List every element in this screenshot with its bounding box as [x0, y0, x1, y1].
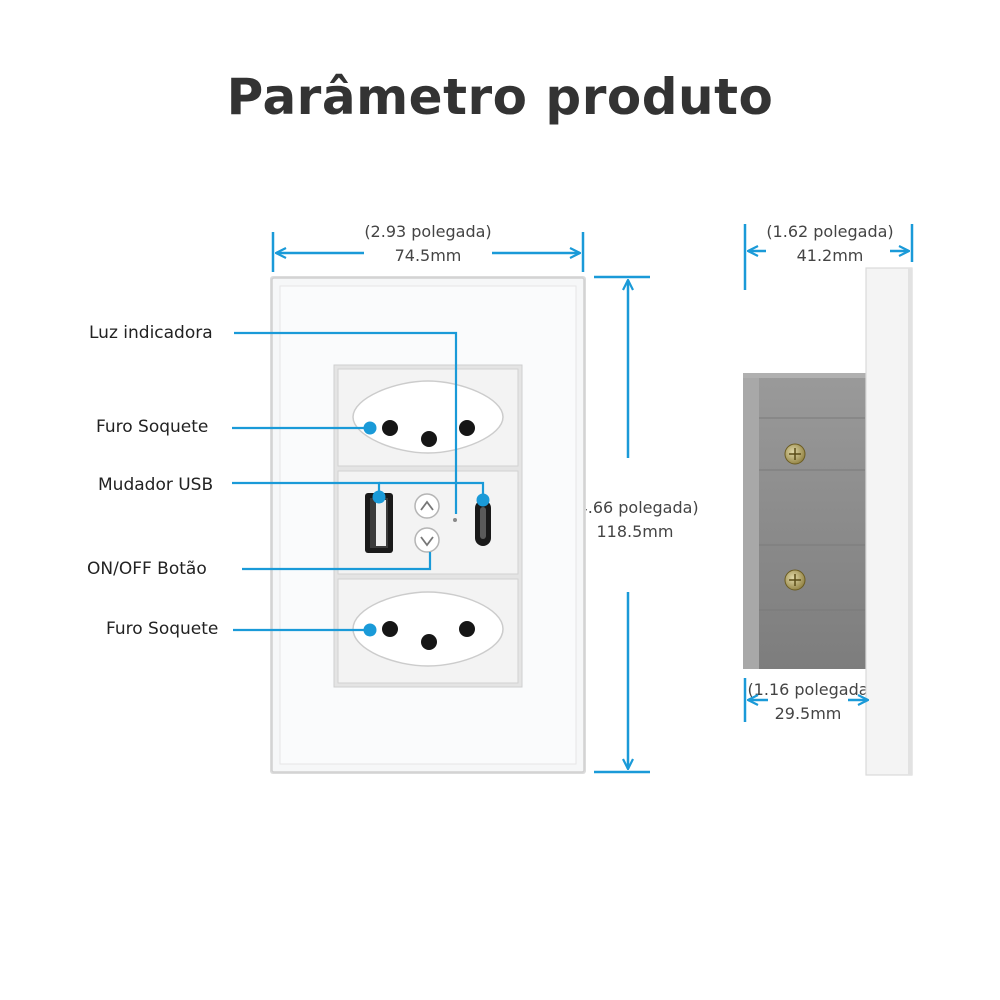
callout-usb: Mudador USB — [98, 475, 214, 495]
height-dimension-label: (4.66 polegada) 118.5mm — [555, 496, 715, 544]
depth-total-mm: 41.2mm — [796, 246, 864, 265]
socket-hole-icon — [382, 420, 398, 436]
side-plate — [865, 267, 913, 776]
socket-hole-icon — [421, 431, 437, 447]
callout-lines — [232, 331, 485, 632]
callout-dots — [363, 421, 490, 637]
dimension-lines — [271, 224, 914, 774]
usb-module — [337, 470, 519, 575]
height-mm: 118.5mm — [596, 522, 674, 541]
depth-body-mm: 29.5mm — [774, 704, 842, 723]
usb-a-port-icon — [365, 493, 393, 553]
usb-c-port-icon — [475, 500, 491, 546]
depth-body-inches: (1.16 polegada — [747, 680, 869, 699]
depth-total-inches: (1.62 polegada) — [766, 222, 894, 241]
depth-total-dimension-label: (1.62 polegada) 41.2mm — [748, 220, 912, 268]
screw-icon — [784, 569, 806, 591]
socket-hole-icon — [459, 420, 475, 436]
socket-hole-icon — [459, 621, 475, 637]
socket-hole-icon — [421, 634, 437, 650]
side-view — [743, 267, 913, 776]
socket-top — [337, 368, 519, 467]
callout-indicator-light: Luz indicadora — [89, 323, 213, 343]
height-inches: (4.66 polegada) — [571, 498, 699, 517]
screw-icon — [784, 443, 806, 465]
socket-hole-icon — [382, 621, 398, 637]
up-arrow-button-icon[interactable] — [414, 493, 440, 519]
width-mm: 74.5mm — [394, 246, 462, 265]
socket-bottom — [337, 578, 519, 684]
indicator-light-icon — [453, 518, 457, 522]
width-dimension-label: (2.93 polegada) 74.5mm — [328, 220, 528, 268]
page-title: Parâmetro produto — [226, 68, 774, 126]
down-arrow-button-icon[interactable] — [414, 527, 440, 553]
callout-power-button: ON/OFF Botão — [87, 559, 207, 579]
depth-body-dimension-label: (1.16 polegada 29.5mm — [736, 678, 880, 726]
callout-socket-top: Furo Soquete — [96, 417, 209, 437]
width-inches: (2.93 polegada) — [364, 222, 492, 241]
callout-socket-bottom: Furo Soquete — [106, 619, 219, 639]
